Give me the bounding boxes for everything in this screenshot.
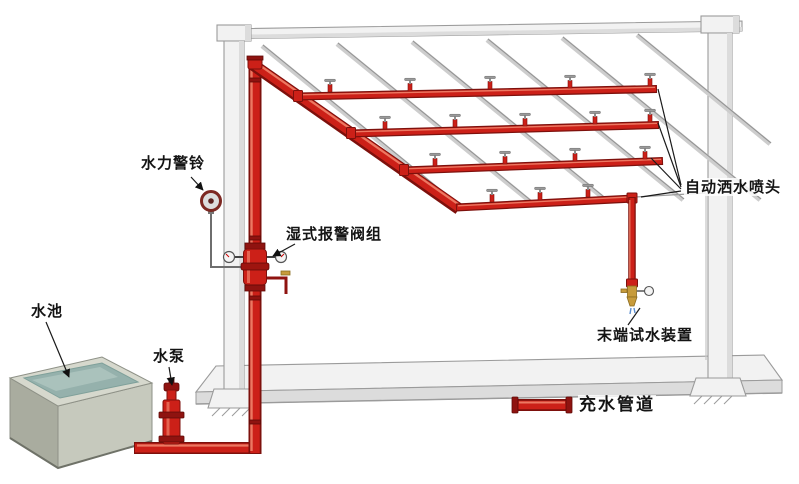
label-water-pump: 水泵 [152, 347, 187, 365]
sprinkler-head [564, 74, 576, 89]
floor-slab [194, 354, 784, 405]
right-column [700, 15, 740, 381]
end-test-device [620, 278, 655, 315]
sprinkler-head [484, 75, 496, 90]
sprinkler-head [324, 78, 336, 93]
sprinkler-head [449, 113, 461, 128]
sprinkler-head [404, 77, 416, 92]
label-alarm-bell: 水力警铃 [140, 154, 207, 172]
sprinkler-head [519, 112, 531, 127]
right-column-footing [689, 377, 747, 405]
label-water-tank: 水池 [30, 302, 65, 320]
water-motor-alarm-bell [200, 190, 222, 214]
left-column [216, 24, 252, 392]
label-sprinkler-heads: 自动洒水喷头 [684, 178, 783, 196]
ceiling-beam [217, 20, 743, 40]
label-end-test-device: 末端试水装置 [596, 326, 695, 344]
sprinkler-head [644, 72, 656, 87]
label-wet-alarm-valve: 湿式报警阀组 [285, 225, 384, 243]
bell-trim-pipe [210, 211, 241, 268]
sprinkler-head [499, 150, 511, 165]
fire-pump [158, 377, 185, 445]
sprinkler-head [486, 188, 498, 203]
sprinkler-head [534, 186, 546, 201]
leader-lines [45, 88, 682, 386]
sprinkler-head [429, 152, 441, 167]
sprinkler-head [589, 110, 601, 125]
suction-pipe [134, 442, 259, 454]
ceiling-joists [260, 33, 772, 360]
sprinkler-head [379, 115, 391, 130]
label-legend-pipe: 充水管道 [578, 395, 656, 416]
sprinkler-head [569, 147, 581, 162]
branch-pipes [293, 85, 664, 212]
water-tank [8, 356, 154, 470]
legend-pipe-swatch [511, 396, 573, 414]
sprinkler-head [639, 145, 651, 160]
test-drop-pipe [626, 192, 638, 284]
